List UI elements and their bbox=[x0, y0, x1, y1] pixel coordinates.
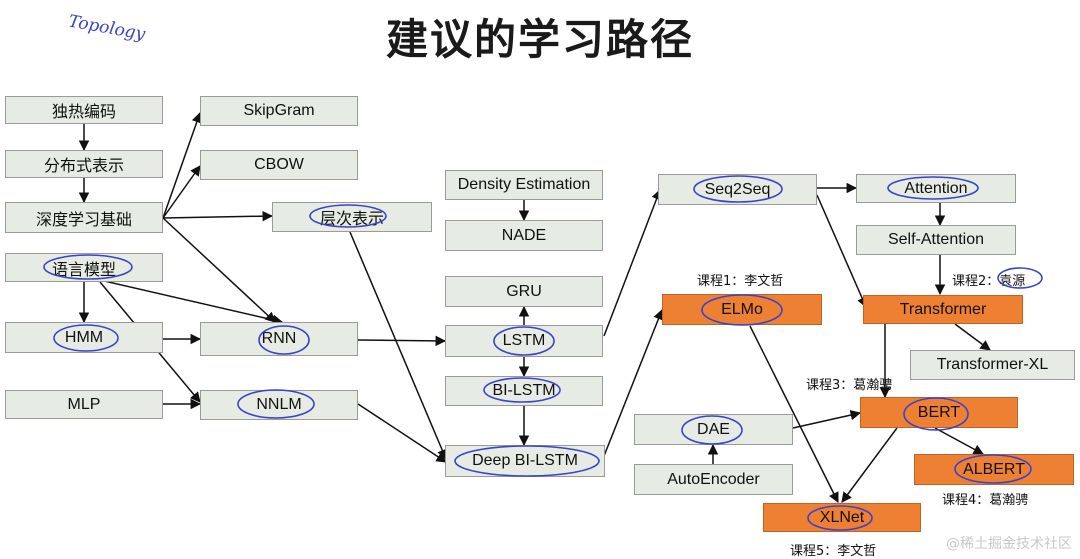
node-autoencoder: AutoEncoder bbox=[634, 464, 793, 495]
node-skipgram: SkipGram bbox=[200, 96, 358, 126]
node-distributed: 分布式表示 bbox=[5, 150, 163, 178]
course-label-5: 课程5：李文哲 bbox=[790, 544, 877, 559]
node-transformer: Transformer bbox=[863, 295, 1023, 324]
node-seq2seq: Seq2Seq bbox=[658, 174, 817, 205]
node-attention: Attention bbox=[856, 174, 1016, 203]
edge-hierarchical-deepbilstm bbox=[349, 231, 448, 460]
edge-seq2seq-transformer bbox=[816, 194, 868, 308]
node-xlnet: XLNet bbox=[763, 503, 921, 532]
course-label-2: 课程2：袁源 bbox=[952, 274, 1026, 289]
edge-transformer-transformerxl bbox=[954, 323, 991, 351]
node-nade: NADE bbox=[445, 220, 603, 251]
edge-nnlm-deepbilstm bbox=[357, 403, 447, 463]
edge-lstm-seq2seq bbox=[603, 189, 662, 337]
node-langmodel: 语言模型 bbox=[5, 253, 163, 282]
edge-deepbilstm-elmo bbox=[603, 309, 664, 457]
edge-deeplearning-skipgram bbox=[162, 112, 202, 219]
page-title: 建议的学习路径 bbox=[385, 15, 694, 64]
edge-dae-bert bbox=[792, 409, 862, 429]
node-transformerxl: Transformer-XL bbox=[910, 350, 1075, 380]
node-selfattention: Self-Attention bbox=[856, 225, 1016, 255]
course-label-1: 课程1：李文哲 bbox=[697, 274, 784, 289]
node-density: Density Estimation bbox=[445, 170, 603, 200]
course-label-4: 课程4：葛瀚骋 bbox=[942, 493, 1029, 508]
node-bert: BERT bbox=[860, 397, 1018, 428]
edge-deeplearning-rnn bbox=[162, 217, 276, 323]
node-gru: GRU bbox=[445, 276, 603, 307]
node-nnlm: NNLM bbox=[200, 390, 358, 420]
node-dae: DAE bbox=[634, 414, 793, 445]
node-lstm: LSTM bbox=[445, 325, 603, 357]
node-albert: ALBERT bbox=[914, 454, 1074, 485]
node-elmo: ELMo bbox=[662, 294, 822, 325]
node-hmm: HMM bbox=[5, 322, 163, 353]
course-label-3: 课程3：葛瀚骋 bbox=[806, 378, 893, 393]
edge-bert-albert bbox=[934, 427, 984, 455]
edge-elmo-xlnet bbox=[749, 325, 839, 503]
edge-langmodel-rnn bbox=[99, 279, 284, 325]
node-rnn: RNN bbox=[200, 322, 358, 356]
edge-deeplearning-cbow bbox=[162, 165, 201, 219]
node-onehot: 独热编码 bbox=[5, 96, 163, 124]
node-mlp: MLP bbox=[5, 390, 163, 419]
node-deeplearning: 深度学习基础 bbox=[5, 202, 163, 233]
watermark: @稀土掘金技术社区 bbox=[946, 536, 1072, 552]
edge-deeplearning-hierarchical bbox=[162, 210, 274, 222]
node-bilstm: BI-LSTM bbox=[445, 376, 603, 406]
edge-bert-xlnet bbox=[841, 427, 898, 503]
edge-rnn-lstm bbox=[357, 335, 447, 347]
node-cbow: CBOW bbox=[200, 150, 358, 180]
node-hierarchical: 层次表示 bbox=[272, 202, 432, 232]
node-deepbilstm: Deep BI-LSTM bbox=[445, 445, 605, 477]
